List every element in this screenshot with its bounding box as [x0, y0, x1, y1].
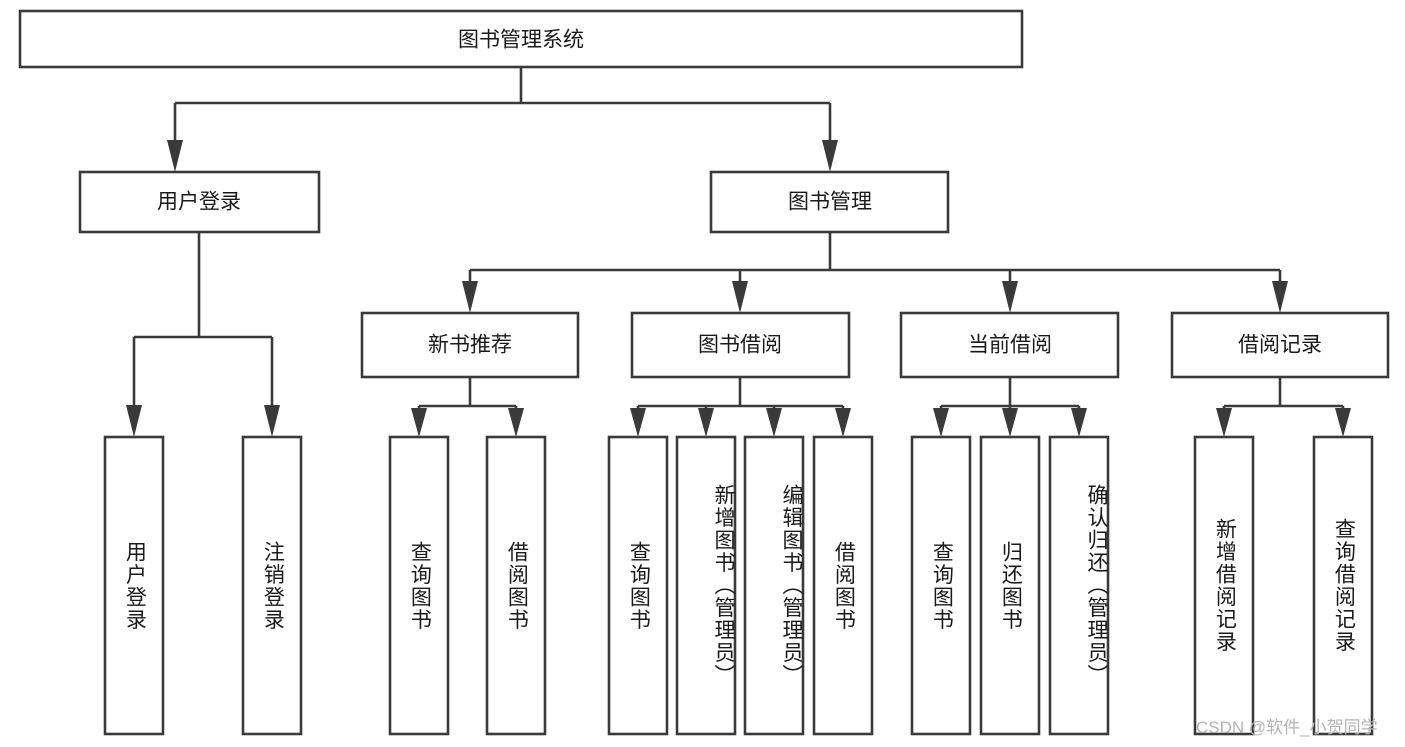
arrow-borrow-leaf-1: [630, 408, 646, 437]
leaf-box-borrow-4[interactable]: [812, 435, 874, 736]
arrow-to-book-mgmt: [822, 140, 838, 172]
edges-layer: [126, 67, 1351, 437]
csdn-watermark: CSDN @软件_小贺同学: [1196, 718, 1378, 737]
node-book-borrow-box[interactable]: [630, 311, 851, 379]
node-root-box[interactable]: [18, 9, 1024, 69]
leaf-box-borrow-3[interactable]: [743, 435, 805, 736]
node-new-book-label: 新书推荐: [428, 334, 512, 357]
leaf-box-current-2[interactable]: [979, 435, 1041, 736]
node-current-borrow-label: 当前借阅: [968, 334, 1052, 357]
arrow-current-leaf-1: [933, 408, 949, 437]
node-book-borrow-label: 图书借阅: [698, 334, 782, 357]
arrow-records-leaf-2: [1335, 408, 1351, 437]
arrow-borrow-leaf-4: [835, 408, 851, 437]
leaf-box-new-book-2[interactable]: [485, 435, 547, 736]
arrow-new-book-leaf-2: [508, 408, 524, 437]
arrow-current-leaf-2: [1002, 408, 1018, 437]
arrow-to-new-book: [462, 281, 478, 313]
leaf-box-records-2[interactable]: [1312, 435, 1374, 736]
leaf-box-current-3[interactable]: [1048, 435, 1110, 736]
arrow-records-leaf-1: [1216, 408, 1232, 437]
arrow-new-book-leaf-1: [411, 408, 427, 437]
node-user-login-box[interactable]: [78, 170, 321, 234]
arrow-to-book-borrow: [732, 281, 748, 313]
node-book-mgmt-label: 图书管理: [788, 191, 872, 214]
arrow-user-login-leaf-1: [126, 405, 142, 437]
node-borrow-records-label: 借阅记录: [1238, 334, 1322, 357]
arrow-borrow-leaf-3: [766, 408, 782, 437]
leaf-box-current-1[interactable]: [910, 435, 972, 736]
node-root-label: 图书管理系统: [458, 29, 584, 52]
arrow-borrow-leaf-2: [698, 408, 714, 437]
arrow-to-borrow-records: [1272, 281, 1288, 313]
node-book-mgmt-box[interactable]: [709, 170, 950, 234]
leaf-box-borrow-1[interactable]: [607, 435, 669, 736]
leaf-box-user-login-1[interactable]: [103, 435, 165, 736]
leaf-box-new-book-1[interactable]: [388, 435, 450, 736]
leaf-box-borrow-2[interactable]: [675, 435, 737, 736]
node-borrow-records-box[interactable]: [1170, 311, 1390, 379]
node-new-book-box[interactable]: [360, 311, 580, 379]
arrow-current-leaf-3: [1071, 408, 1087, 437]
arrow-to-user-login: [167, 140, 183, 172]
node-user-login-label: 用户登录: [157, 191, 241, 214]
leaf-box-records-1[interactable]: [1193, 435, 1255, 736]
nodes-layer: 图书管理系统 用户登录 图书管理 新书推荐 图书借阅 当前借阅 借阅记录: [18, 9, 1390, 736]
leaf-box-user-login-2[interactable]: [241, 435, 303, 736]
arrow-user-login-leaf-2: [264, 405, 280, 437]
node-current-borrow-box[interactable]: [899, 311, 1120, 379]
arrow-to-current-borrow: [1002, 281, 1018, 313]
